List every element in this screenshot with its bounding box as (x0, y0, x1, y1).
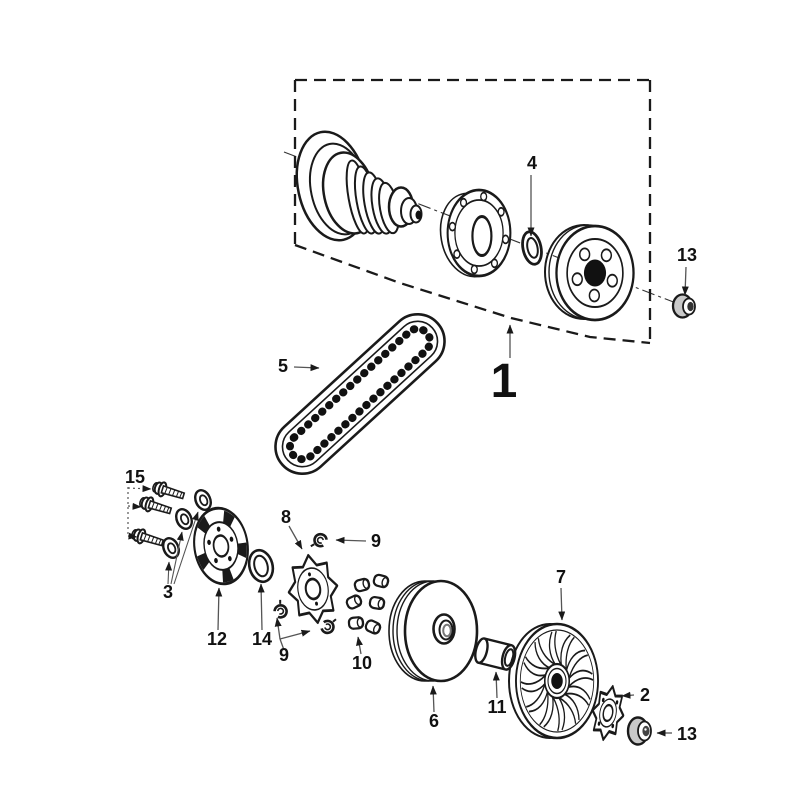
flange-nut-bottom (626, 716, 652, 746)
oring-seal (247, 548, 275, 584)
callout-2: 2 (640, 685, 650, 705)
callout-1: 1 (491, 355, 518, 408)
callout-12: 12 (207, 629, 227, 649)
drive-face-pulley (388, 579, 479, 683)
flange-nut-top (671, 293, 696, 319)
callout-5: 5 (278, 356, 288, 376)
clutch-drum (544, 224, 635, 322)
callout-4: 4 (527, 153, 537, 173)
callout-9-bottom: 9 (279, 645, 289, 665)
callout-11: 11 (487, 697, 506, 717)
callout-3: 3 (163, 582, 173, 602)
callout-leaders (127, 175, 689, 737)
clutch-shoe-carrier (439, 188, 512, 278)
moving-face-plate (193, 506, 249, 586)
callout-15: 15 (125, 467, 145, 487)
callout-10: 10 (352, 653, 372, 673)
callout-7: 7 (556, 567, 566, 587)
callout-9-top: 9 (371, 531, 381, 551)
callout-8: 8 (281, 507, 291, 527)
callout-6: 6 (429, 711, 439, 731)
fan-pulley (508, 622, 599, 740)
callout-13-bottom: 13 (677, 724, 697, 744)
drive-belt (274, 313, 446, 475)
outer-ramp-plate (591, 684, 625, 742)
clutch-washer (521, 230, 543, 266)
assembly-group-box (293, 78, 652, 345)
ramp-plate-gear (287, 553, 339, 625)
callout-13-top: 13 (677, 245, 697, 265)
callout-14: 14 (252, 629, 272, 649)
driven-pulley-spring-assembly (295, 130, 423, 242)
